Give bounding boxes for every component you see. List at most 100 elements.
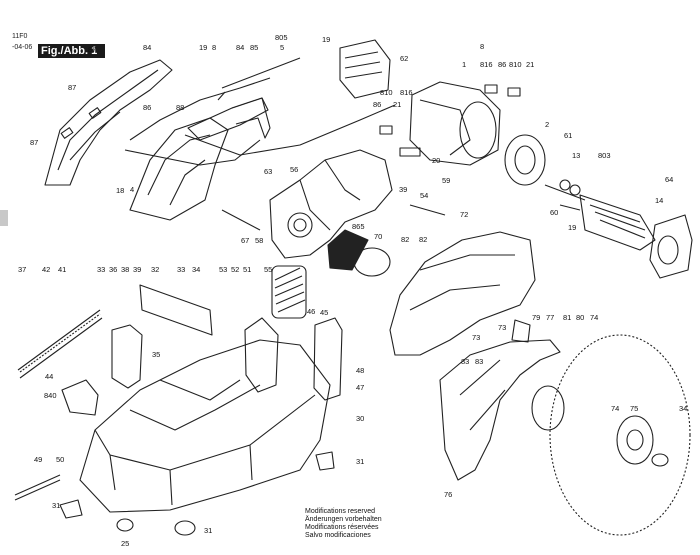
part-label: 77 — [546, 313, 554, 322]
part-label: 5 — [280, 43, 284, 52]
part-label: 38 — [121, 265, 129, 274]
part-label: 34 — [679, 404, 687, 413]
part-label: 85 — [250, 43, 258, 52]
field-coil-part — [409, 81, 501, 166]
base-part — [79, 339, 331, 513]
part-label: 19 — [199, 43, 207, 52]
part-label: 810 — [380, 88, 393, 97]
part-label: 64 — [665, 175, 673, 184]
foot-part — [116, 518, 134, 532]
part-label: 56 — [290, 165, 298, 174]
part-label: 33 — [177, 265, 185, 274]
lead-wire — [184, 104, 396, 156]
part-label: 14 — [655, 196, 663, 205]
part-label: 84 — [236, 43, 244, 52]
part-label: 48 — [356, 366, 364, 375]
part-label: 83 — [475, 357, 483, 366]
part-label: 18 — [116, 186, 124, 195]
part-label: 42 — [42, 265, 50, 274]
foot-part — [59, 499, 83, 519]
doc-ref-bottom: -04-06 — [12, 44, 33, 51]
part-label: 62 — [400, 54, 408, 63]
part-label: 32 — [151, 265, 159, 274]
part-label: 30 — [356, 414, 364, 423]
lock-pin-part — [221, 209, 261, 231]
part-label: 8 — [212, 43, 216, 52]
mounting-bracket-part — [313, 317, 343, 401]
part-label: 816 — [400, 88, 413, 97]
carry-handle-part — [187, 97, 271, 141]
part-label: 73 — [472, 333, 480, 342]
part-label: 82 — [419, 235, 427, 244]
part-label: 53 — [219, 265, 227, 274]
part-label: 840 — [44, 391, 57, 400]
part-label: 74 — [611, 404, 619, 413]
washer-part — [569, 184, 581, 196]
doc-ref-top: 11F0 — [12, 33, 28, 40]
part-label: 39 — [133, 265, 141, 274]
part-label: 19 — [322, 35, 330, 44]
part-label: 31 — [204, 526, 212, 535]
part-label: 86 — [373, 100, 381, 109]
cutting-wheel-part — [549, 334, 691, 536]
part-label: 84 — [143, 43, 151, 52]
part-label: 74 — [590, 313, 598, 322]
notice-line: Modifications reserved — [305, 508, 376, 515]
part-label: 35 — [152, 350, 160, 359]
brush-part — [507, 87, 521, 97]
part-label: 49 — [34, 455, 42, 464]
part-label: 47 — [356, 383, 364, 392]
part-label: 59 — [442, 176, 450, 185]
part-label: 83 — [461, 357, 469, 366]
modifications-notice: Modifications reserved Änderungen vorbeh… — [305, 508, 382, 540]
flange-part — [531, 385, 565, 431]
part-label: 810 — [509, 60, 522, 69]
switch-handle-part — [129, 117, 229, 221]
part-label: 45 — [320, 308, 328, 317]
part-label: 1 — [462, 60, 466, 69]
part-label: 79 — [532, 313, 540, 322]
notice-line: Salvo modificaciones — [305, 532, 371, 539]
filter-part — [327, 229, 369, 271]
part-label: 36 — [109, 265, 117, 274]
part-label: 805 — [275, 33, 288, 42]
spring-part — [271, 265, 307, 319]
part-label: 76 — [444, 490, 452, 499]
part-label: 81 — [563, 313, 571, 322]
wheel-guard-part — [389, 231, 536, 356]
part-label: 87 — [30, 138, 38, 147]
part-label: 865 — [352, 222, 365, 231]
part-label: 80 — [576, 313, 584, 322]
part-label: 13 — [572, 151, 580, 160]
part-label: 2 — [545, 120, 549, 129]
armature-part — [544, 184, 656, 251]
vise-jaw-part — [111, 324, 143, 389]
motor-housing-part — [269, 149, 393, 259]
part-label: 51 — [243, 265, 251, 274]
left-scrollbar-thumb[interactable] — [0, 210, 8, 226]
washer-part — [559, 179, 571, 191]
part-label: 86 — [143, 103, 151, 112]
rod-part — [14, 474, 61, 496]
part-label: 21 — [526, 60, 534, 69]
clamp-nut-part — [651, 453, 669, 467]
part-label: 816 — [480, 60, 493, 69]
part-label: 44 — [45, 372, 53, 381]
part-label: 37 — [18, 265, 26, 274]
part-label: 33 — [97, 265, 105, 274]
part-label: 60 — [550, 208, 558, 217]
part-label: 72 — [460, 210, 468, 219]
shaft-part — [409, 204, 446, 216]
fan-cover-part — [339, 39, 391, 99]
part-label: 31 — [52, 501, 60, 510]
screw-part — [559, 204, 581, 211]
part-label: 39 — [399, 185, 407, 194]
brush-part — [379, 125, 393, 135]
part-label: 70 — [374, 232, 382, 241]
clamp-bracket-part — [61, 379, 99, 416]
brush-ring-part — [504, 134, 546, 186]
brush-part — [484, 84, 498, 94]
part-label: 67 — [241, 236, 249, 245]
part-label: 50 — [56, 455, 64, 464]
